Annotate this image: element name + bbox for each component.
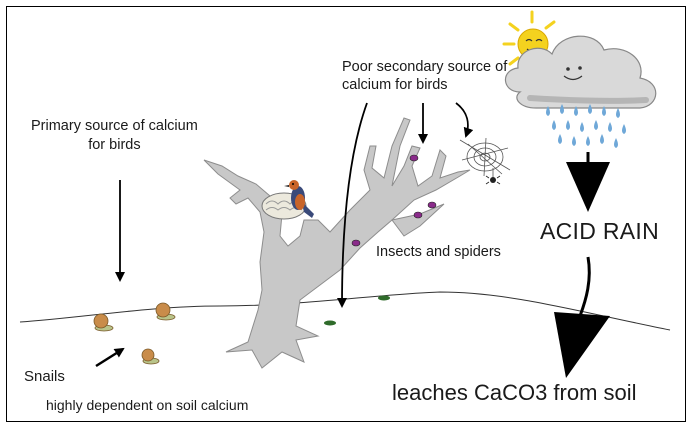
snail-icon (94, 303, 175, 364)
soil-dependence-label: highly dependent on soil calcium (46, 397, 248, 413)
arrow-poor-to-web (456, 103, 468, 136)
poor-secondary-source-label: Poor secondary source of calcium for bir… (342, 58, 507, 94)
primary-source-label: Primary source of calcium for birds (31, 117, 198, 155)
arrow-to-snails (96, 349, 123, 366)
arrow-rain-to-acid (566, 152, 610, 212)
primary-source-line2: for birds (31, 136, 198, 155)
tree-icon (204, 118, 470, 368)
spider-icon (486, 176, 500, 184)
insects-spiders-label: Insects and spiders (376, 244, 501, 260)
poor-source-line1: Poor secondary source of (342, 58, 507, 76)
raindrops-icon (546, 104, 626, 148)
snails-label: Snails (24, 368, 65, 385)
arrow-acid-to-leaches (554, 257, 610, 378)
primary-source-line1: Primary source of calcium (31, 117, 198, 136)
acid-rain-label: ACID RAIN (540, 218, 659, 245)
leaches-label: leaches CaCO3 from soil (392, 380, 637, 406)
poor-source-line2: calcium for birds (342, 76, 507, 94)
